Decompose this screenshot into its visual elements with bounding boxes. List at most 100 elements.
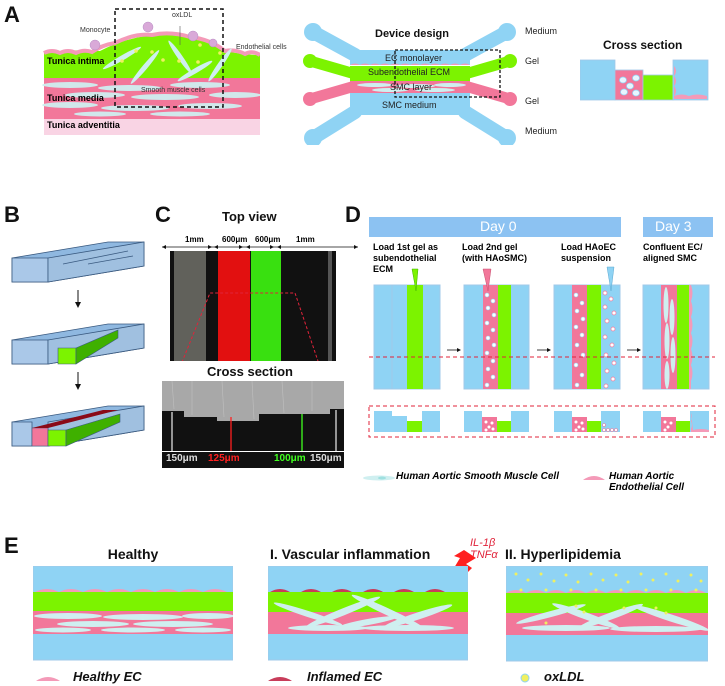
endothelial-cells-label: Endothelial cells [236,44,287,51]
step-2-caption: Load 2nd gel (with HAoSMC) [462,242,527,264]
inflamed-ec-cells [270,589,445,592]
step-arrow-d3 [637,348,641,352]
healthy-smc-cells [34,613,233,633]
port-label-gel-top: Gel [525,56,540,66]
loading-steps-diagram [368,266,716,438]
hyperlipidemia-title: II. Hyperlipidemia [505,546,621,562]
cross-section-medium-right [672,59,709,101]
cross-section-2 [464,411,529,432]
top-view-micrograph [170,251,336,361]
subendothelial-ecm-label: Subendothelial ECM [368,67,451,77]
cross-section-1 [374,411,440,432]
fabrication-step-gel1 [11,323,145,365]
inflamed-ec-legend-icon [268,677,292,681]
micrograph-green-ecm-gel [251,251,281,361]
cross-section-title: Cross section [603,38,683,52]
cross-section-medium-left [580,59,616,101]
step-4-caption: Confluent EC/ aligned SMC [643,242,703,264]
step-1-caption: Load 1st gel as subendothelial ECM [373,242,438,275]
panel-label-a: A [4,2,20,27]
intima-smc-cells [102,40,232,84]
healthy-ec-legend-icon [36,677,60,681]
smc-medium-channel [350,93,470,115]
port-label-medium-top: Medium [525,26,558,36]
cross-section-micrograph [162,381,344,468]
step-2-line2: (with HAoSMC) [462,253,527,263]
step-1-line2: subendothelial [373,253,437,263]
cross-section-4 [643,411,709,432]
healthy-title: Healthy [107,546,159,562]
smc-layer-label: SMC layer [390,82,433,92]
step-4-chip [642,284,710,390]
step-arrow-2 [75,384,81,390]
smc-legend-label: Human Aortic Smooth Muscle Cell [396,471,559,482]
step-3-chip [553,266,621,390]
panel-label-c: C [155,202,171,227]
healthy-ec-legend-label: Healthy EC [73,669,142,684]
inflamed-ec-legend-label: Inflamed EC [307,669,383,684]
port-label-gel-bottom: Gel [525,96,540,106]
device-fabrication-steps [11,241,145,447]
cross-section-smc-cells [619,74,640,97]
width-label-1: 1mm [185,235,204,244]
step-3-caption: Load HAoEC suspension [561,242,616,264]
micrograph-red-smc-gel [218,251,250,361]
height-label-4: 150μm [310,453,342,464]
tunica-adventitia-label: Tunica adventitia [47,120,120,130]
micrograph-left-channel [174,251,206,361]
cross-section-ecm-gel [642,74,674,101]
cross-section-micro-title: Cross section [207,364,293,379]
ec-cells-line [350,63,470,65]
step-2-line1: Load 2nd gel [462,242,518,252]
height-label-3: 100μm [274,453,306,464]
device-design-diagram [303,23,517,145]
panel-label-e: E [4,533,19,558]
hyperlipidemia-smc-cells [516,603,708,632]
port-label-medium-bottom: Medium [525,126,558,136]
panel-label-d: D [345,202,361,227]
oxldl-legend-label: oxLDL [544,669,585,684]
cross-section-ec-layer [674,66,707,99]
pipette-tip-gel [411,268,419,292]
media-smc-cells [42,82,260,117]
fabrication-step-empty [11,241,145,283]
hyperlipidemia-vessel-diagram [506,566,708,662]
tunica-intima-label: Tunica intima [47,56,105,66]
step-arrow-d1 [457,348,461,352]
width-label-2: 600μm [222,235,248,244]
step-arrow-d2 [547,348,551,352]
hyperlipidemia-oxldl-particles [514,572,703,625]
step-1-line3: ECM [373,264,393,274]
ec-legend-icon [583,476,605,480]
width-label-3: 600μm [255,235,281,244]
step-1-chip [373,268,441,390]
fabrication-step-gel2 [11,405,145,447]
timeline-day0-bar [369,217,621,237]
healthy-ecm-layer [33,592,233,611]
il1b-label: IL-1β [470,537,496,549]
height-arrows [171,410,337,451]
monocyte-label: Monocyte [80,27,111,34]
width-label-4: 1mm [296,235,315,244]
smc-medium-label: SMC medium [382,100,437,110]
tnfa-label: TNFα [470,549,498,561]
device-design-title: Device design [375,28,449,40]
pipette-tip-ec [606,266,615,292]
monocyte-cells [89,21,218,51]
stimulus-labels: IL-1β TNFα [470,537,498,561]
ec-monolayer-label: EC monolayer [385,53,443,63]
step-2-chip [463,268,530,390]
device-ports [303,23,517,145]
cross-section-diagram [580,59,709,101]
timeline-day3-label: Day 3 [655,218,692,234]
healthy-vessel-diagram [33,566,233,661]
step-4-line2: aligned SMC [643,253,698,263]
smooth-muscle-cells-label: Smooth muscle cells [141,87,206,94]
smc-channel-cells [357,83,466,92]
cross-section-3 [554,411,620,432]
panel-label-b: B [4,202,20,227]
step-4-line1: Confluent EC/ [643,242,703,252]
device-focus-box [394,49,501,98]
step-1-line1: Load 1st gel as [373,242,439,252]
ec-legend-label: Human Aortic Endothelial Cell [609,471,685,493]
